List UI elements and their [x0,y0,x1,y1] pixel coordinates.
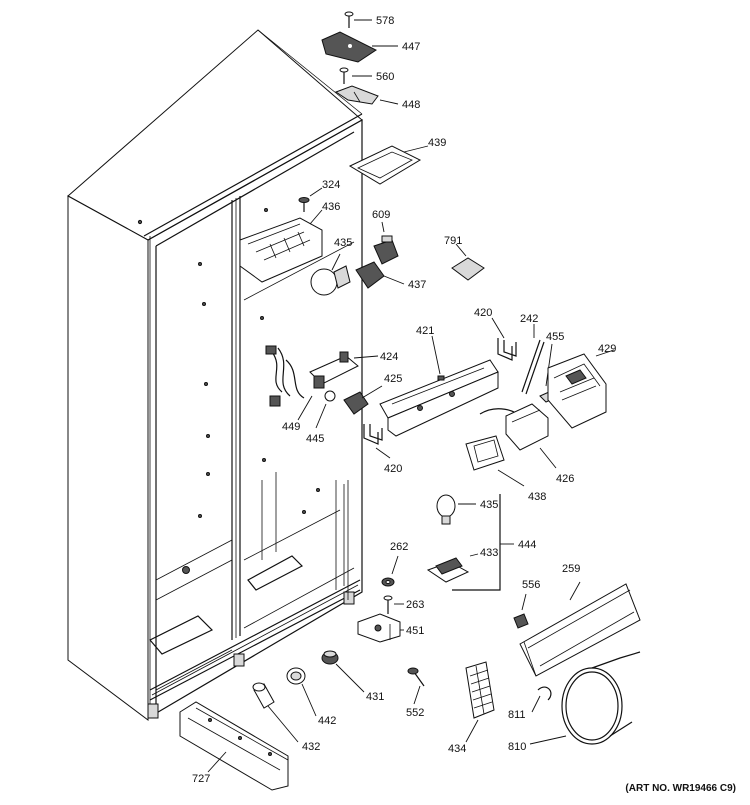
light-bulb-435 [310,265,351,296]
clip-556 [513,613,529,629]
callout-433: 433 [480,547,498,559]
vent-grille-434 [465,661,495,719]
fan-control-426 [479,403,549,451]
callout-426: 426 [556,473,574,485]
callout-811: 811 [508,709,526,721]
thermistor-242 [521,339,545,395]
cover-259 [519,583,641,677]
callout-262: 262 [390,541,408,553]
callout-421: 421 [416,325,434,337]
callout-447: 447 [402,41,420,53]
bracket-420-top [497,338,517,361]
switch-609 [373,235,399,265]
wire-harness-449 [265,345,305,407]
callout-439: 439 [428,137,446,149]
art-number: (ART NO. WR19466 C9) [625,783,736,794]
bracket-420-bottom [363,424,383,445]
screw-552 [407,667,425,687]
control-housing-421 [379,359,499,437]
callout-431: 431 [366,691,384,703]
callout-810: 810 [508,741,526,753]
callout-435-upper: 435 [334,237,352,249]
callout-449: 449 [282,421,300,433]
bracket-444 [452,494,514,591]
callout-451: 451 [406,625,424,637]
hinge-451 [357,613,401,643]
callout-424: 424 [380,351,398,363]
socket-433 [426,557,470,583]
callout-425: 425 [384,373,402,385]
callout-420-upper: 420 [474,307,492,319]
control-box-429 [547,353,607,429]
callout-609: 609 [372,209,390,221]
tube-clip-811 [537,686,552,701]
refrigerator-cabinet [67,29,363,721]
callout-labels: 578 447 560 448 439 324 436 609 435 791 … [192,15,616,785]
callout-578: 578 [376,15,394,27]
callout-442: 442 [318,715,336,727]
callout-436: 436 [322,201,340,213]
pin-263 [383,595,393,614]
callout-434: 434 [448,743,466,755]
bushing-445 [324,390,336,402]
knob-425 [343,391,369,415]
callout-432: 432 [302,741,320,753]
callout-242: 242 [520,313,538,325]
callout-259: 259 [562,563,580,575]
callout-448: 448 [402,99,420,111]
callout-420-lower: 420 [384,463,402,475]
hinge-bracket-448 [334,85,379,105]
callout-437: 437 [408,279,426,291]
screw-324 [298,197,310,212]
light-housing-436 [239,217,323,283]
cap-442 [286,667,306,685]
callout-556: 556 [522,579,540,591]
callout-445: 445 [306,433,324,445]
screw-560 [339,67,349,84]
light-shield-439 [348,145,422,185]
screw-578 [344,11,354,28]
hinge-cover-447 [321,31,377,63]
spring-262 [381,577,395,587]
callout-324: 324 [322,179,340,191]
callout-444: 444 [518,539,536,551]
base-grille-727 [179,701,289,791]
callout-435-lower: 435 [480,499,498,511]
thermostat-424 [309,351,359,389]
tubing-810 [561,651,641,745]
callout-727: 727 [192,773,210,785]
callout-438: 438 [528,491,546,503]
callout-455: 455 [546,331,564,343]
cap-431 [321,650,339,665]
light-bulb-435-lower [436,494,456,525]
callout-560: 560 [376,71,394,83]
callout-263: 263 [406,599,424,611]
roller-432 [252,682,275,709]
light-lens-438 [465,435,505,471]
callout-552: 552 [406,707,424,719]
light-cover-791 [451,257,485,281]
callout-791: 791 [444,235,462,247]
socket-437 [355,261,405,289]
callout-429: 429 [598,343,616,355]
